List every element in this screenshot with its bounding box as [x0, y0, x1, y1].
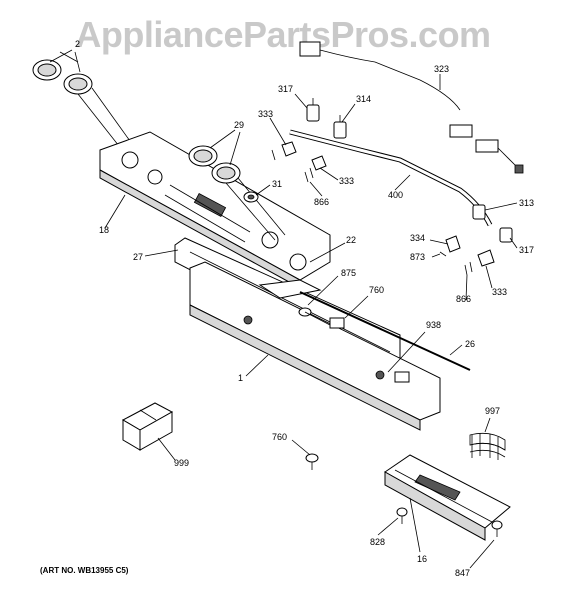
callout-760-upper: 760 [369, 285, 384, 295]
callout-1: 1 [238, 373, 243, 383]
switch-313[interactable] [472, 204, 486, 220]
bracket-334[interactable] [445, 235, 461, 253]
gas-manifold-400[interactable] [289, 129, 493, 227]
knob-pair-2[interactable] [32, 51, 141, 161]
main-bracket-1[interactable] [189, 261, 441, 431]
callout-334: 334 [410, 233, 425, 243]
callout-27: 27 [133, 252, 143, 262]
screws-866-a[interactable] [271, 149, 314, 183]
callout-847: 847 [455, 568, 470, 578]
callout-22: 22 [346, 235, 356, 245]
harness-875[interactable] [298, 307, 331, 326]
knob-pair-29[interactable] [188, 145, 286, 241]
callout-873: 873 [410, 252, 425, 262]
callout-26: 26 [465, 339, 475, 349]
callout-760-lower: 760 [272, 432, 287, 442]
art-number-caption: (ART NO. WB13955 C5) [40, 566, 129, 575]
callout-29: 29 [234, 120, 244, 130]
callout-999: 999 [174, 458, 189, 468]
screw-828[interactable] [396, 507, 408, 524]
switch-314[interactable] [333, 115, 347, 139]
callout-875: 875 [341, 268, 356, 278]
screws-866-b[interactable] [464, 261, 473, 276]
callout-866-b: 866 [456, 294, 471, 304]
callout-16: 16 [417, 554, 427, 564]
screw-873[interactable] [439, 251, 447, 257]
callout-313: 313 [519, 198, 534, 208]
box-999[interactable] [121, 402, 174, 451]
callout-333-b: 333 [339, 176, 354, 186]
callout-31: 31 [272, 179, 282, 189]
leader-lines [49, 49, 518, 569]
switch-317-right[interactable] [499, 227, 513, 243]
callout-18: 18 [99, 225, 109, 235]
callout-317-top: 317 [278, 84, 293, 94]
callout-400: 400 [388, 190, 403, 200]
part-31-knob[interactable] [243, 191, 259, 203]
bracket-333-a[interactable] [281, 141, 297, 157]
callout-938: 938 [426, 320, 441, 330]
switch-317-top[interactable] [306, 98, 320, 122]
callout-2: 2 [75, 39, 80, 49]
control-board-16[interactable] [384, 454, 511, 541]
callout-314: 314 [356, 94, 371, 104]
callout-997: 997 [485, 406, 500, 416]
screw-760[interactable] [305, 453, 319, 470]
callout-333-c: 333 [492, 287, 507, 297]
control-panel-18[interactable] [99, 131, 331, 289]
callout-323: 323 [434, 64, 449, 74]
bracket-333-c[interactable] [477, 249, 495, 267]
bracket-333-b[interactable] [311, 155, 327, 171]
ribbon-cable-997[interactable] [469, 432, 506, 460]
screw-847[interactable] [491, 520, 503, 537]
rod-26[interactable] [299, 291, 471, 371]
callout-317-right: 317 [519, 245, 534, 255]
callout-866-a: 866 [314, 197, 329, 207]
wire-harness-323[interactable] [299, 41, 524, 174]
callout-333-a: 333 [258, 109, 273, 119]
callout-828: 828 [370, 537, 385, 547]
